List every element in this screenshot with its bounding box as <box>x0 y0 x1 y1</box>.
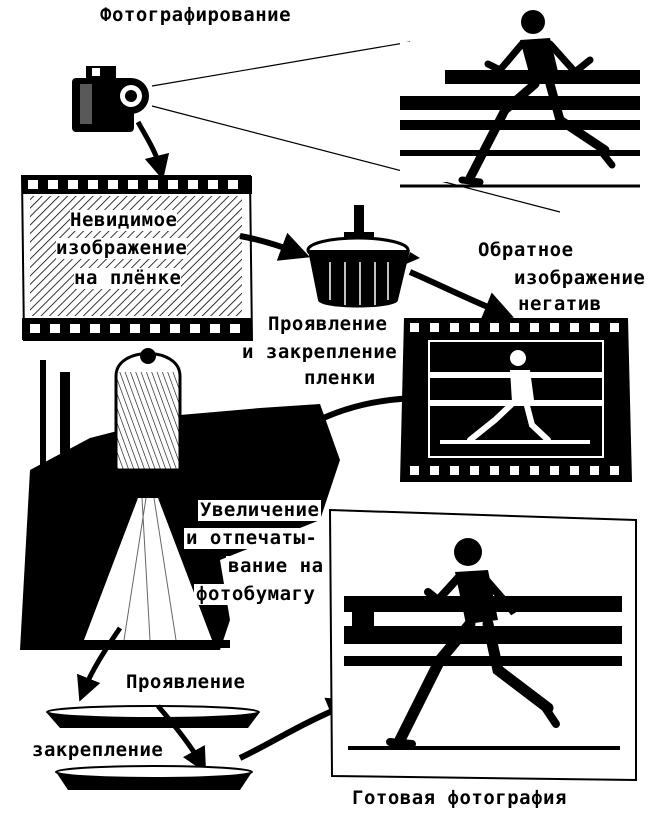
arrow-icon <box>408 269 514 321</box>
arrow-icon <box>135 120 170 181</box>
label-developing: Проявление <box>126 671 246 693</box>
view-line-top <box>151 41 411 87</box>
arrow-icon <box>238 697 358 761</box>
label-enlarging-line3: вание на <box>226 555 326 577</box>
label-enlarging-line2: и отпечаты- <box>184 527 320 549</box>
runner-illustration <box>400 10 640 188</box>
view-line-bottom <box>151 105 561 213</box>
developing-tank-icon <box>306 205 420 308</box>
arrow-icon <box>156 704 207 773</box>
label-latent-image-line2: изображение <box>56 237 188 259</box>
photo-print-icon <box>328 508 637 782</box>
label-photographing: Фотографирование <box>100 4 292 26</box>
enlarger-icon <box>20 348 340 650</box>
label-enlarging-line1: Увеличение <box>198 499 322 521</box>
negative-sprocket-holes <box>410 323 619 475</box>
film-sprocket-holes <box>28 180 240 333</box>
label-latent-image-line3: на плёнке <box>74 267 182 289</box>
arrow-icon <box>239 232 311 261</box>
label-film-processing-line1: Проявление <box>266 313 390 335</box>
camera-icon <box>72 66 149 132</box>
arrow-icon <box>77 626 123 702</box>
tray-icon <box>55 765 253 790</box>
label-fixing: закрепление <box>32 739 164 761</box>
label-final-photo: Готовая фотография <box>352 787 567 809</box>
negative-film-icon <box>400 318 632 482</box>
label-enlarging-line4: фотобумагу <box>194 583 318 605</box>
label-negative-line2: изображение <box>514 267 646 289</box>
label-film-processing-line3: пленки <box>302 367 378 389</box>
label-latent-image-line1: Невидимое <box>70 209 178 231</box>
label-film-processing-line2: и закрепление <box>240 341 400 363</box>
tray-icon <box>46 705 260 728</box>
label-negative-line1: Обратное <box>478 239 574 261</box>
label-negative-line3: негатив <box>516 293 604 315</box>
